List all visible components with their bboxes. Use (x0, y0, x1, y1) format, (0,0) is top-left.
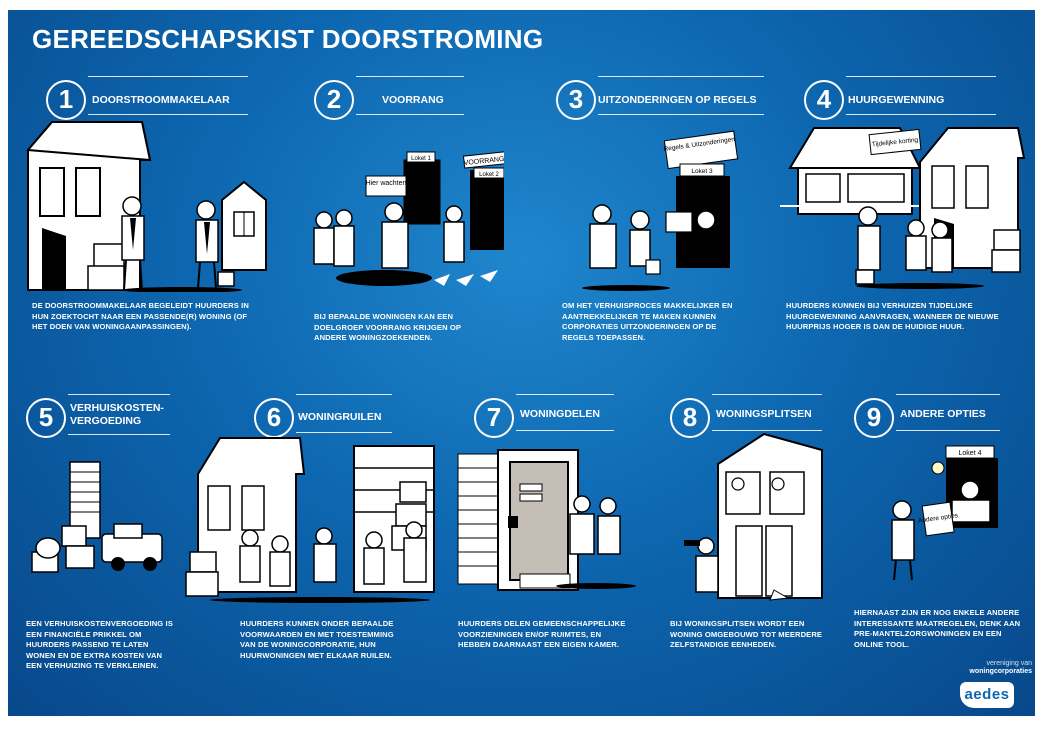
item-1-line-top (88, 76, 248, 77)
logo-line2: woningcorporaties (969, 668, 1032, 675)
item-3-line-top (598, 76, 764, 77)
aedes-logo: vereniging van woningcorporaties aedes (942, 660, 1032, 716)
item-1-number: 1 (46, 80, 86, 120)
item-4-illustration: Tijdelijke korting (780, 127, 1026, 289)
logo-mark: aedes (960, 682, 1014, 708)
item-1-description: DE DOORSTROOMMAKELAAR BEGELEIDT HUURDERS… (32, 301, 249, 332)
item-2-line-top (356, 76, 464, 77)
item-3-illustration: Regels & Uitzonderingen Loket 3 (582, 130, 739, 291)
item-8-number: 8 (670, 398, 710, 438)
sign-loket1: Loket 1 (411, 156, 431, 162)
item-4-heading: HUURGEWENNING (848, 94, 945, 106)
item-3-number: 3 (556, 80, 596, 120)
item-9-number: 9 (854, 398, 894, 438)
item-9-heading: ANDERE OPTIES (900, 408, 986, 420)
logo-line1: vereniging van (986, 660, 1032, 667)
item-7-line-bottom (516, 430, 614, 431)
sign-hier-wachten: Hier wachten (366, 180, 407, 187)
item-4-line-top (846, 76, 996, 77)
item-5-number: 5 (26, 398, 66, 438)
item-7-illustration (457, 449, 636, 591)
item-7-line-top (516, 394, 614, 395)
item-5-illustration (31, 461, 163, 573)
item-9-description: HIERNAAST ZIJN ER NOG ENKELE ANDERE INTE… (854, 608, 1021, 649)
item-2-heading: VOORRANG (382, 94, 444, 106)
item-8-heading: WONINGSPLITSEN (716, 408, 812, 420)
item-8-line-top (712, 394, 822, 395)
item-2-line-bottom (356, 114, 464, 115)
item-9-line-top (896, 394, 1000, 395)
item-2-number: 2 (314, 80, 354, 120)
item-6-heading: WONINGRUILEN (298, 411, 382, 423)
item-6-illustration (185, 437, 435, 603)
item-1-illustration (25, 121, 267, 292)
item-3-line-bottom (598, 114, 764, 115)
item-7-description: HUURDERS DELEN GEMEENSCHAPPELIJKE VOORZI… (458, 619, 626, 650)
item-4-line-bottom (846, 114, 996, 115)
logo-tagline: vereniging van woningcorporaties (942, 660, 1032, 676)
poster-title: GEREEDSCHAPSKIST DOORSTROMING (32, 24, 544, 54)
item-2-description: BIJ BEPAALDE WONINGEN KAN EEN DOELGROEP … (314, 312, 461, 343)
sign-loket3: Loket 3 (691, 168, 713, 175)
poster: GEREEDSCHAPSKIST DOORSTROMING 1 DOORSTRO… (8, 10, 1035, 716)
sign-voorrang: VOORRANG (463, 156, 504, 167)
item-4-number: 4 (804, 80, 844, 120)
item-5-heading: VERHUISKOSTEN- VERGOEDING (70, 402, 164, 427)
item-2-illustration: Loket 1 VOORRANG Loket 2 Hier wachten (313, 151, 504, 286)
item-6-description: HUURDERS KUNNEN ONDER BEPAALDE VOORWAARD… (240, 619, 394, 660)
item-7-number: 7 (474, 398, 514, 438)
item-5-line-top (68, 394, 170, 395)
item-1-heading: DOORSTROOMMAKELAAR (92, 94, 230, 106)
item-4-description: HUURDERS KUNNEN BIJ VERHUIZEN TIJDELIJKE… (786, 301, 999, 332)
item-1-line-bottom (88, 114, 248, 115)
item-6-line-top (296, 394, 392, 395)
sign-loket4: Loket 4 (959, 450, 982, 457)
item-9-line-bottom (896, 430, 1000, 431)
item-7-heading: WONINGDELEN (520, 408, 600, 420)
item-8-line-bottom (712, 430, 822, 431)
sign-loket2: Loket 2 (479, 172, 499, 178)
item-3-heading: UITZONDERINGEN OP REGELS (598, 94, 757, 106)
item-3-description: OM HET VERHUISPROCES MAKKELIJKER EN AANT… (562, 301, 733, 342)
item-5-description: EEN VERHUISKOSTENVERGOEDING IS EEN FINAN… (26, 619, 173, 671)
sign-tijdelijke: Tijdelijke korting (872, 137, 919, 149)
item-6-line-bottom (296, 432, 392, 433)
item-9-illustration: Loket 4 Andere opties (891, 445, 998, 581)
item-5-line-bottom (68, 434, 170, 435)
item-8-illustration (684, 432, 823, 601)
item-8-description: BIJ WONINGSPLITSEN WORDT EEN WONING OMGE… (670, 619, 823, 650)
